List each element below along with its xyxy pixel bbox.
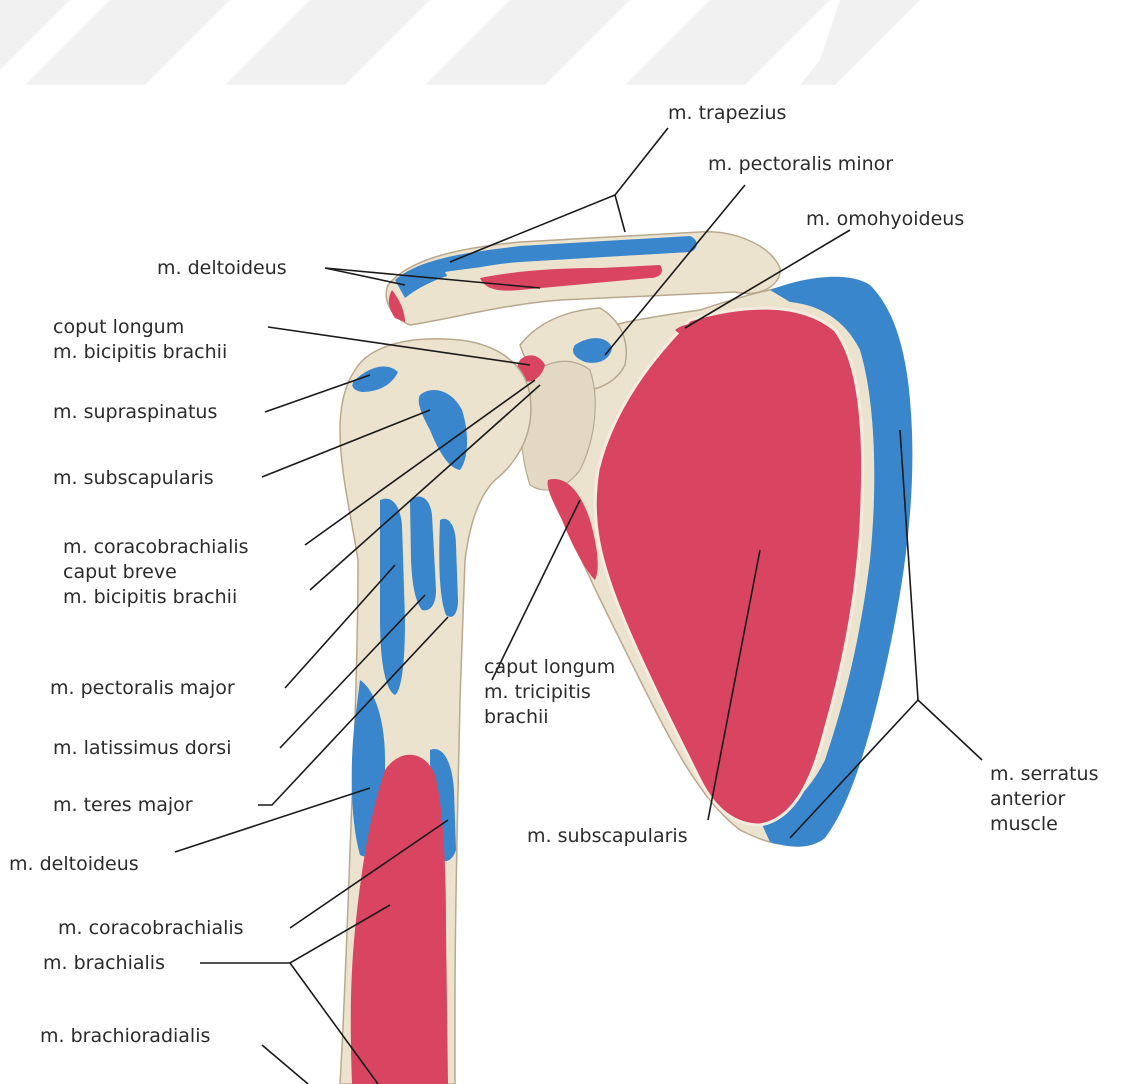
label-caput-longum-biceps: coput longum m. bicipitis brachii: [53, 315, 227, 365]
label-brachioradialis: m. brachioradialis: [40, 1024, 210, 1049]
label-coracobrachialis: m. coracobrachialis: [58, 916, 244, 941]
label-pectoralis-major: m. pectoralis major: [50, 676, 235, 701]
label-serratus-anterior: m. serratus anterior muscle: [990, 762, 1099, 837]
label-latissimus-dorsi: m. latissimus dorsi: [53, 736, 231, 761]
label-pectoralis-minor: m. pectoralis minor: [708, 152, 893, 177]
label-coracobrachialis-caput-breve: m. coracobrachialis caput breve m. bicip…: [63, 535, 249, 610]
label-deltoideus-top: m. deltoideus: [157, 256, 287, 281]
label-subscapularis-left: m. subscapularis: [53, 466, 214, 491]
watermark-stripes: [0, 0, 920, 85]
label-subscapularis-right: m. subscapularis: [527, 824, 688, 849]
label-teres-major: m. teres major: [53, 793, 193, 818]
label-caput-longum-triceps: caput longum m. tricipitis brachii: [484, 655, 615, 730]
label-brachialis: m. brachialis: [43, 951, 165, 976]
scapula-bone: [517, 277, 912, 847]
pectoralis-major-attachment: [380, 499, 405, 695]
label-trapezius: m. trapezius: [668, 101, 786, 126]
label-supraspinatus: m. supraspinatus: [53, 400, 217, 425]
label-deltoideus-bottom: m. deltoideus: [9, 852, 139, 877]
label-omohyoideus: m. omohyoideus: [806, 207, 964, 232]
